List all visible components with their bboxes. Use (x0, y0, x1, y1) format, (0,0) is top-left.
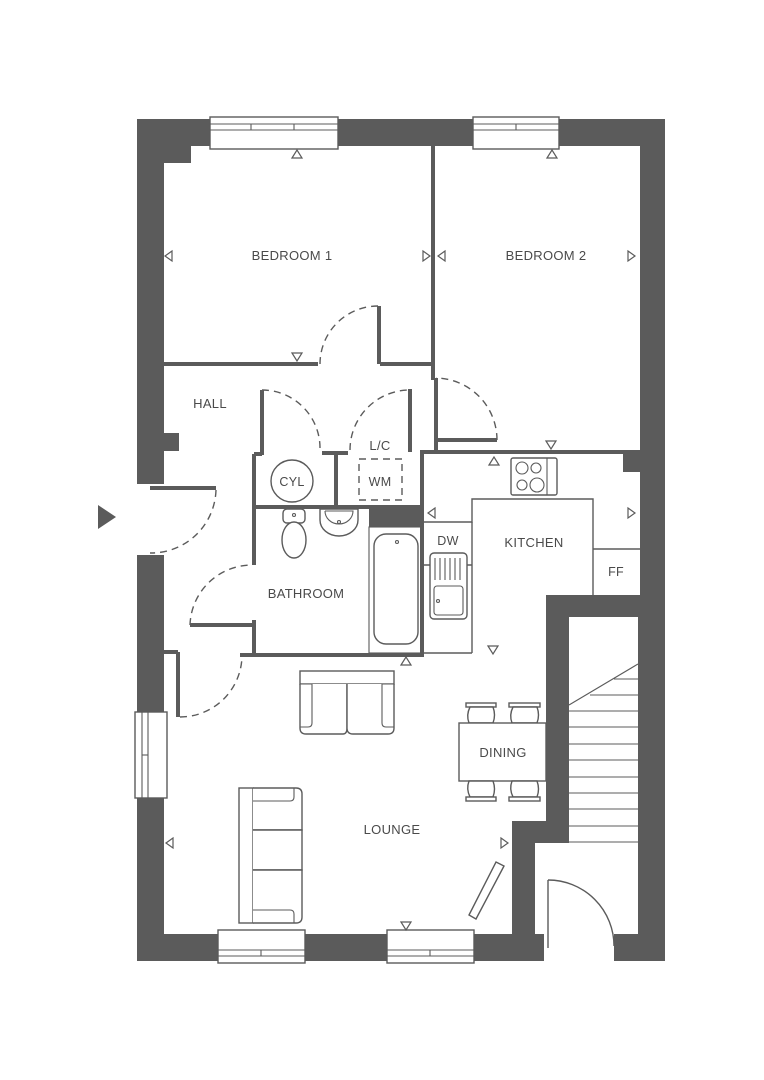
fixture-label-wm: WM (369, 475, 392, 489)
marker-left-icon (163, 249, 173, 263)
room-label-bathroom: BATHROOM (268, 586, 345, 601)
marker-right-icon (627, 249, 637, 263)
fixture-label-ff: FF (608, 565, 624, 579)
room-label-hall: HALL (193, 396, 227, 411)
kitchen-units (424, 457, 640, 654)
window-lounge-bottom-2 (386, 929, 475, 964)
room-label-bedroom2: BEDROOM 2 (506, 248, 587, 263)
marker-down-icon (486, 645, 500, 656)
front-door (547, 879, 615, 948)
sofa-three-seat-icon (238, 787, 303, 924)
windows (134, 116, 560, 964)
dimension-markers (163, 148, 637, 932)
tv-unit-icon (468, 861, 505, 920)
room-label-kitchen: KITCHEN (504, 535, 563, 550)
boxing-block (369, 505, 422, 527)
lounge-furniture (238, 670, 547, 924)
marker-up-icon (487, 455, 501, 466)
staircase (568, 617, 639, 843)
sofa-two-seat-icon (299, 670, 395, 735)
room-label-lounge: LOUNGE (364, 822, 421, 837)
door-swings (149, 305, 498, 718)
marker-left-icon (164, 836, 174, 850)
dining-table-icon (458, 702, 547, 802)
bathroom-fixtures (270, 458, 423, 654)
marker-up-icon (399, 655, 413, 666)
sink-icon (429, 552, 468, 620)
washing-machine-icon (358, 458, 403, 501)
room-label-bedroom1: BEDROOM 1 (252, 248, 333, 263)
marker-down-icon (290, 352, 304, 363)
marker-down-icon (544, 440, 558, 451)
marker-up-icon (290, 148, 304, 159)
room-labels: BEDROOM 1 BEDROOM 2 HALL L/C KITCHEN BAT… (193, 248, 624, 837)
bath-icon (368, 526, 423, 654)
entrance-arrow-icon (98, 505, 116, 529)
room-label-lc: L/C (369, 438, 390, 453)
marker-down-icon (399, 921, 413, 932)
toilet-icon (281, 508, 307, 559)
marker-left-icon (436, 249, 446, 263)
basin-icon (319, 508, 359, 537)
room-label-dining: DINING (479, 745, 526, 760)
marker-up-icon (545, 148, 559, 159)
window-bedroom1 (209, 116, 339, 150)
cylinder-icon (270, 459, 314, 503)
marker-right-icon (627, 506, 637, 520)
window-lounge-bottom-1 (217, 929, 306, 964)
marker-right-icon (422, 249, 432, 263)
window-bedroom2 (472, 116, 560, 150)
fixture-label-cyl: CYL (279, 475, 304, 489)
marker-left-icon (426, 506, 436, 520)
fixture-label-dw: DW (437, 534, 458, 548)
marker-right-icon (500, 836, 510, 850)
hob-icon (510, 457, 558, 496)
window-lounge-left (134, 711, 168, 799)
